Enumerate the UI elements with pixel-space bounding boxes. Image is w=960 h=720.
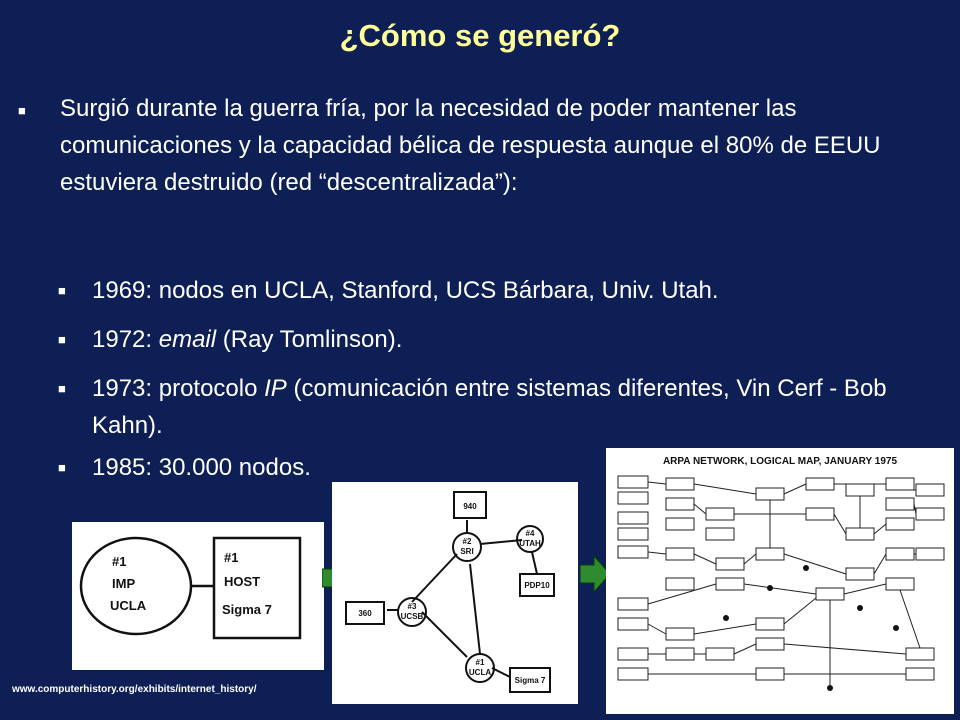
sub-bullet-1972: ■ 1972: email (Ray Tomlinson).	[58, 321, 948, 358]
sketch2-node-360: 360	[358, 609, 372, 618]
sketch-arpa-logical-map: ARPA NETWORK, LOGICAL MAP, JANUARY 1975	[606, 448, 954, 714]
sketch-imp-host: #1 IMP UCLA #1 HOST Sigma 7	[72, 522, 324, 670]
sub-bullet-emphasis: IP	[264, 375, 287, 402]
sketch2-utah-label: UTAH	[519, 539, 541, 548]
sketch1-imp-label: IMP	[112, 576, 135, 591]
square-bullet-icon: ■	[58, 381, 66, 396]
sketch2-sri-label: SRI	[460, 547, 473, 556]
sub-bullet-1973: ■ 1973: protocolo IP (comunicación entre…	[58, 370, 948, 444]
main-bullet: ■ Surgió durante la guerra fría, por la …	[18, 90, 918, 201]
slide-title: ¿Cómo se generó?	[339, 18, 621, 53]
sub-bullet-text: (comunicación entre sistemas diferentes,…	[92, 375, 887, 439]
sketch2-ucla-number: #1	[476, 658, 485, 667]
square-bullet-icon: ■	[58, 460, 66, 475]
source-credit: www.computerhistory.org/exhibits/interne…	[12, 684, 257, 695]
sketch2-sigma7: Sigma 7	[515, 676, 546, 685]
sub-bullet-text: 1973: protocolo	[92, 375, 265, 402]
arpa-map-title: ARPA NETWORK, LOGICAL MAP, JANUARY 1975	[663, 456, 898, 467]
sketch2-utah-number: #4	[526, 529, 535, 538]
main-bullet-text: Surgió durante la guerra fría, por la ne…	[60, 95, 881, 196]
sub-bullet-1969: ■ 1969: nodos en UCLA, Stanford, UCS Bár…	[58, 272, 948, 309]
sketch1-imp-site: UCLA	[110, 598, 147, 613]
sketch2-ucla-label: UCLA	[469, 668, 491, 677]
sub-bullet-1985: ■ 1985: 30.000 nodos.	[58, 449, 948, 486]
sketch2-pdp10: PDP10	[524, 581, 550, 590]
sketch1-host-number: #1	[224, 550, 238, 565]
sub-bullet-text: (Ray Tomlinson).	[216, 326, 403, 353]
sub-bullet-text: 1972:	[92, 326, 159, 353]
arrow-right-icon	[580, 556, 610, 592]
sub-bullet-text: 1969: nodos en UCLA, Stanford, UCS Bárba…	[92, 277, 719, 304]
square-bullet-icon: ■	[58, 332, 66, 347]
sketch1-host-machine: Sigma 7	[222, 602, 272, 617]
sub-bullet-text: 1985: 30.000 nodos.	[92, 454, 311, 481]
sketch1-imp-number: #1	[112, 554, 126, 569]
square-bullet-icon: ■	[18, 103, 26, 118]
sketch2-node-940: 940	[463, 502, 477, 511]
sketch2-ucsb-number: #3	[408, 602, 417, 611]
square-bullet-icon: ■	[58, 283, 66, 298]
sketch-four-node-network: 940 #2 SRI #4 UTAH PDP10 360 #3 UCSB #1 …	[332, 482, 578, 704]
sketch2-sri-number: #2	[463, 537, 472, 546]
sketch1-host-label: HOST	[224, 574, 260, 589]
sub-bullet-emphasis: email	[158, 326, 217, 353]
sketch2-ucsb-label: UCSB	[401, 612, 424, 621]
